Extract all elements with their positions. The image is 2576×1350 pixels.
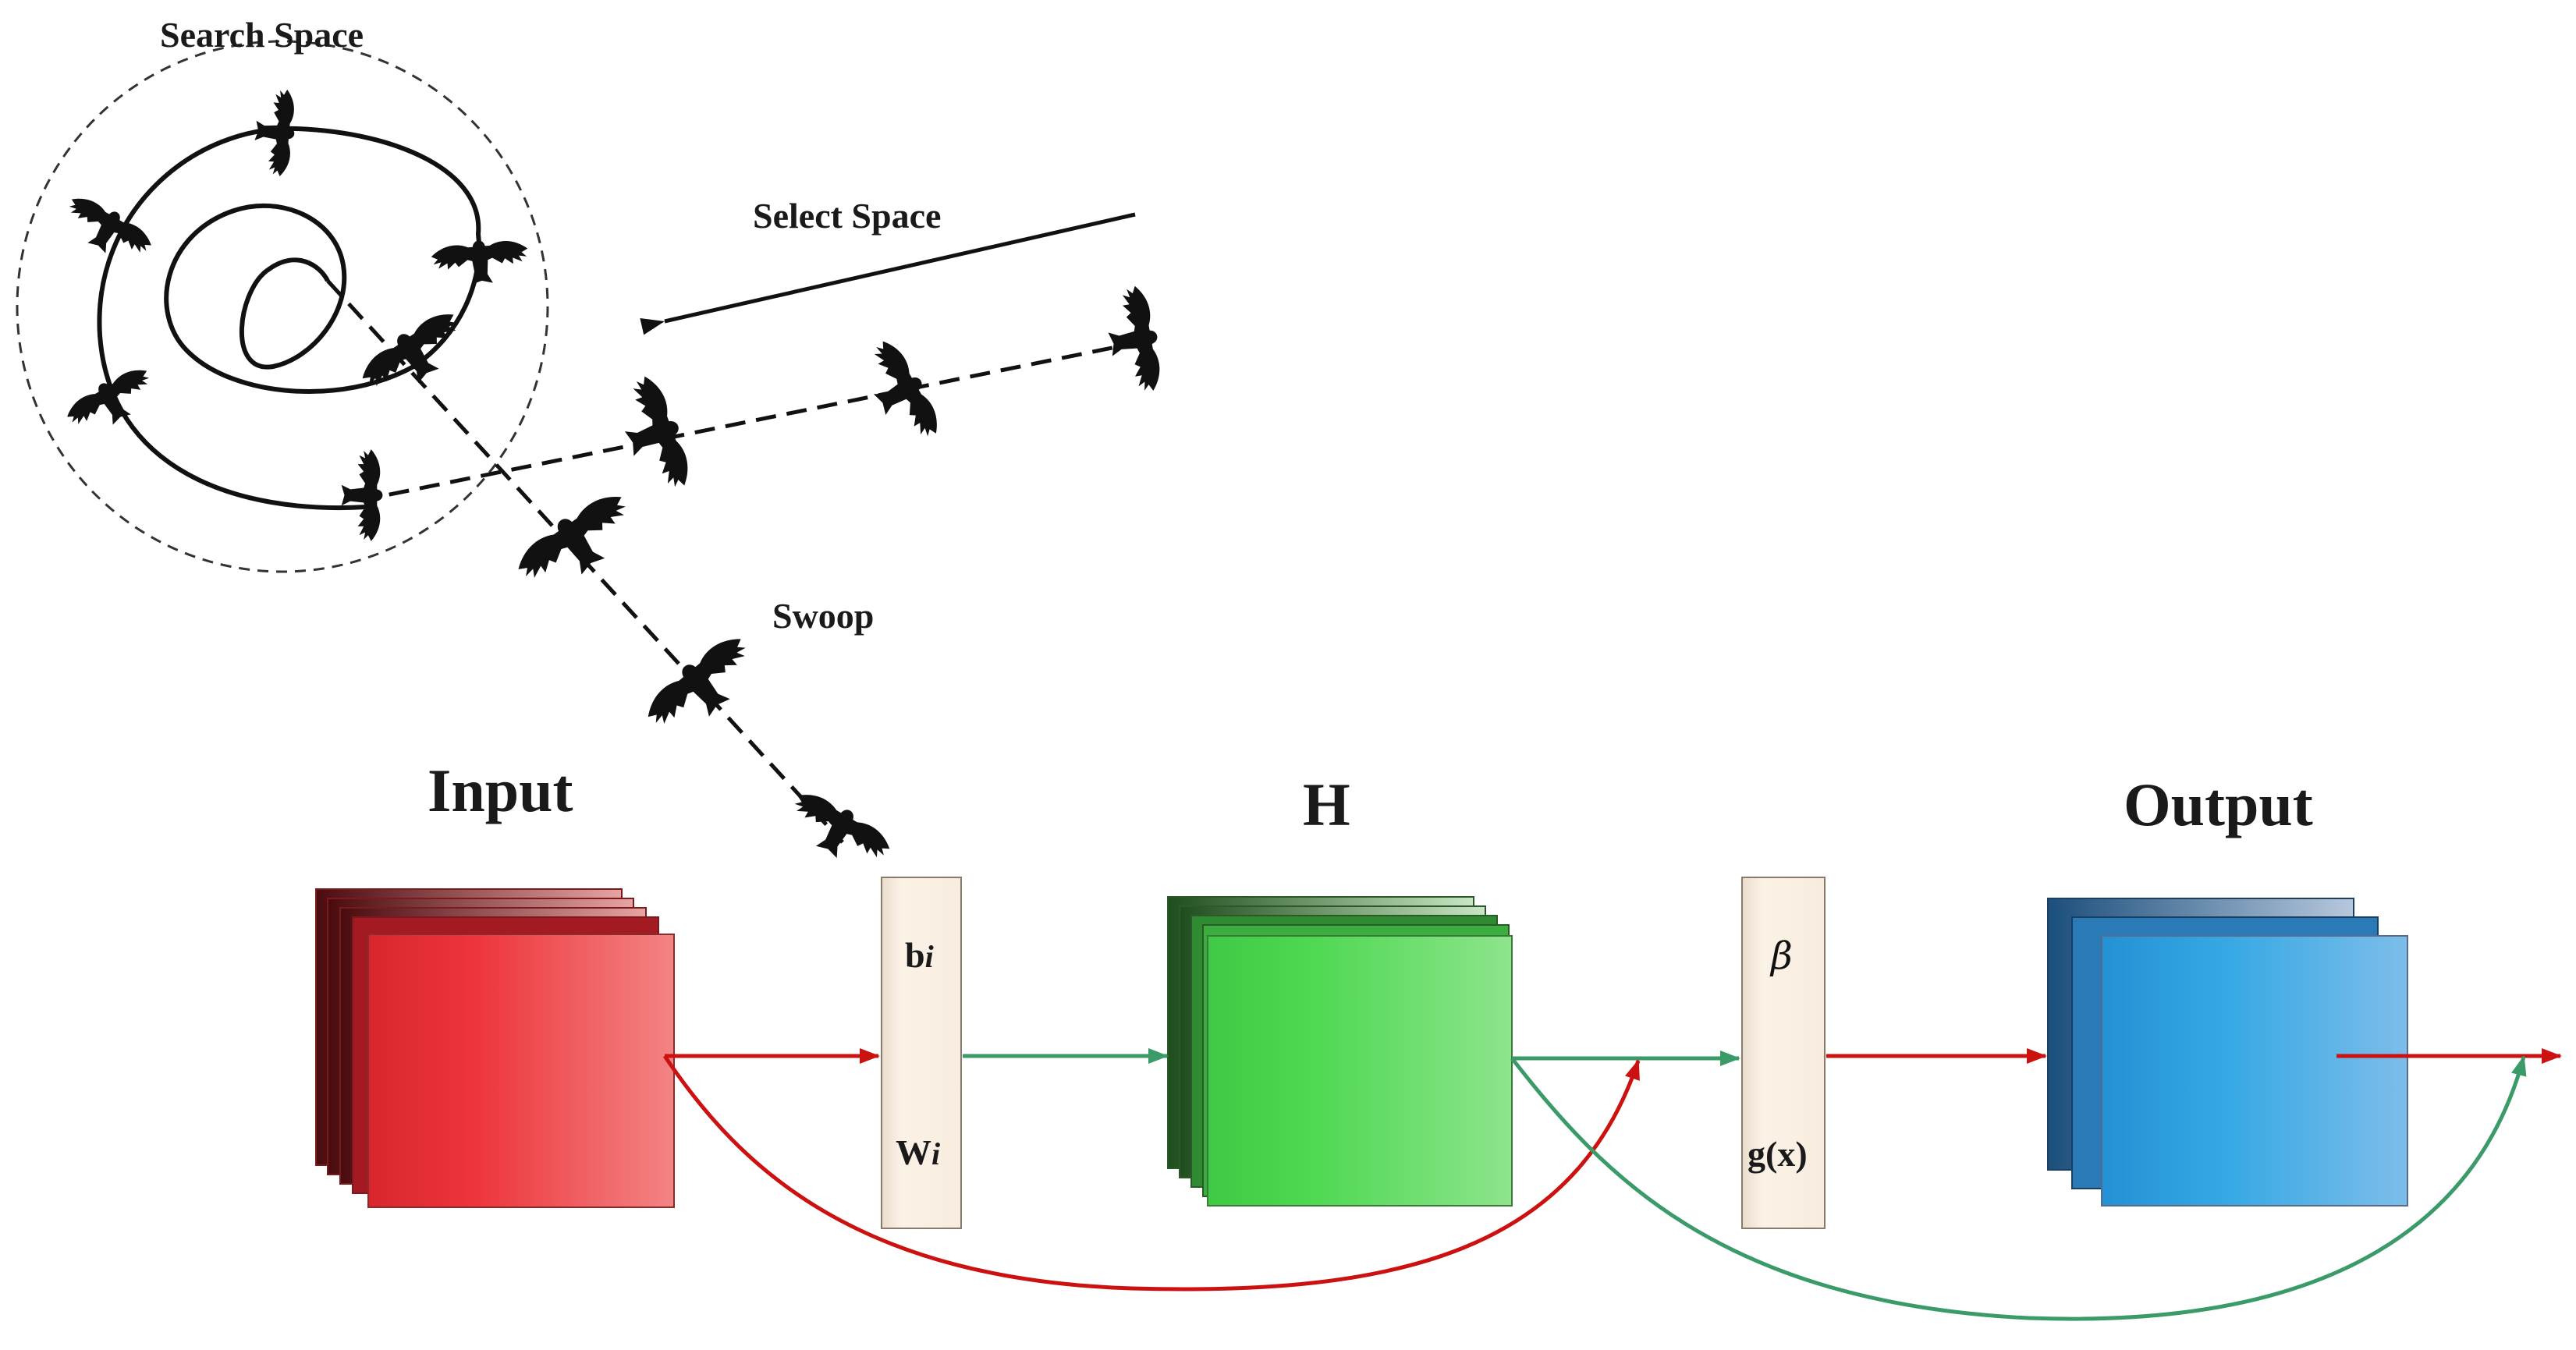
select-space-arrow (640, 212, 1136, 335)
search-space-boundary (16, 40, 549, 573)
swoop-label: Swoop (772, 596, 874, 636)
activation-label: g(x) (1747, 1134, 1808, 1174)
input-weights-panel: bi Wi (881, 877, 962, 1229)
output-layer-stack (2047, 898, 2408, 1206)
input-layer-stack (315, 888, 675, 1208)
search-space-region (16, 40, 549, 573)
search-spiral-path (97, 126, 481, 510)
input-skip-curve (662, 1054, 1641, 1292)
output-weights-panel: β g(x) (1741, 877, 1826, 1229)
input-title: Input (428, 756, 573, 824)
bias-label: bi (905, 935, 934, 975)
hidden-layer-stack (1167, 896, 1513, 1206)
weight-label: Wi (896, 1132, 940, 1172)
output-layer-front (2101, 935, 2408, 1206)
input-layer-front (367, 934, 675, 1208)
beta-label: β (1769, 934, 1793, 978)
flight-path-select (366, 339, 1144, 501)
hidden-title: H (1303, 771, 1350, 838)
search-space-label: Search Space (160, 15, 364, 55)
hidden-skip-curve (1510, 1055, 2527, 1321)
eagle-icon (56, 87, 1167, 879)
output-title: Output (2124, 771, 2313, 838)
hidden-layer-front (1207, 935, 1513, 1206)
select-space-label: Select Space (753, 196, 941, 236)
